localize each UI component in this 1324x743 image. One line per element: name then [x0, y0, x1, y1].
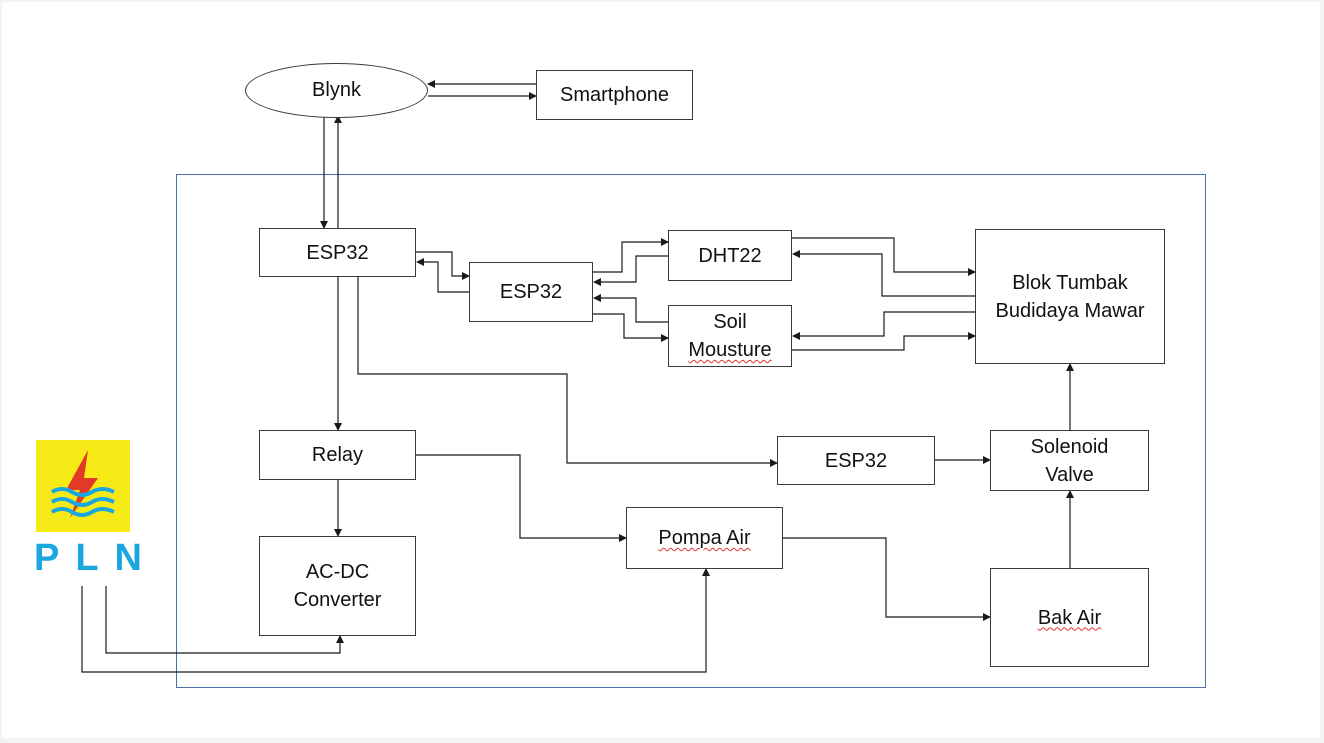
relay-label: Relay — [311, 444, 364, 466]
arrow-dht22-to-esp32-sensor — [593, 255, 668, 286]
arrow-esp32-sensor-to-soil — [593, 313, 669, 342]
smartphone-label: Smartphone — [560, 84, 669, 106]
relay-node: Relay — [259, 430, 416, 480]
esp32-valve-label: ESP32 — [824, 449, 888, 472]
solenoid-valve-node: Solenoid Valve — [990, 430, 1149, 491]
soil-mousture-node: Soil Mousture — [668, 305, 792, 367]
esp32-main-node: ESP32 — [259, 228, 416, 277]
arrow-soil-to-blok — [792, 332, 976, 351]
dht22-node: DHT22 — [668, 230, 792, 281]
pompa-label: Pompa Air — [658, 527, 751, 549]
arrow-soil-to-esp32-sensor — [593, 294, 668, 323]
blok-tumbak-node: Blok Tumbak Budidaya Mawar — [975, 229, 1165, 364]
esp32-sensor-label: ESP32 — [499, 281, 563, 303]
acdc-converter-node: AC-DC Converter — [259, 536, 416, 636]
system-boundary — [176, 174, 1206, 688]
acdc-label-line2: Converter — [293, 589, 382, 611]
arrow-esp32-to-esp32-valve — [357, 276, 778, 467]
bak-label: Bak Air — [1037, 606, 1102, 629]
arrow-esp32-to-esp32-sensor — [416, 251, 470, 280]
pompa-air-node: Pompa Air — [626, 507, 783, 569]
arrow-relay-to-pompa — [416, 454, 627, 542]
blok-label-line2: Budidaya Mawar — [995, 299, 1145, 322]
arrow-pompa-to-bak — [783, 537, 991, 621]
esp32-valve-node: ESP32 — [777, 436, 935, 485]
soil-label-line1: Soil — [713, 311, 747, 333]
arrow-pln-to-acdc — [105, 586, 344, 654]
smartphone-node: Smartphone — [536, 70, 693, 120]
pln-logo — [36, 440, 130, 532]
arrow-esp32-sensor-to-esp32 — [416, 258, 469, 293]
blok-label-line1-text: Blok Tumbak — [1012, 271, 1128, 294]
solenoid-label-line2: Valve — [1045, 463, 1094, 486]
bak-air-node: Bak Air — [990, 568, 1149, 667]
blynk-label: Blynk — [312, 79, 361, 101]
arrow-esp32-sensor-to-dht22 — [593, 238, 669, 273]
arrow-pln-to-pompa — [81, 568, 710, 673]
esp32-main-label: ESP32 — [306, 241, 369, 264]
dht22-label: DHT22 — [698, 244, 762, 267]
arrow-blok-to-soil — [792, 311, 975, 340]
blok-label-line1: Blok Tumbak — [1012, 269, 1128, 297]
esp32-sensor-node: ESP32 — [469, 262, 593, 322]
pln-logo-text: PLN — [34, 537, 158, 579]
soil-label-line2: Mousture — [688, 339, 772, 361]
acdc-label-line1: AC-DC — [305, 561, 370, 583]
arrow-dht22-to-blok — [792, 237, 976, 276]
solenoid-label-line1: Solenoid — [1030, 435, 1109, 458]
blynk-node: Blynk — [245, 63, 428, 118]
pln-bolt-icon — [50, 450, 115, 518]
arrow-blok-to-dht22 — [792, 250, 975, 297]
